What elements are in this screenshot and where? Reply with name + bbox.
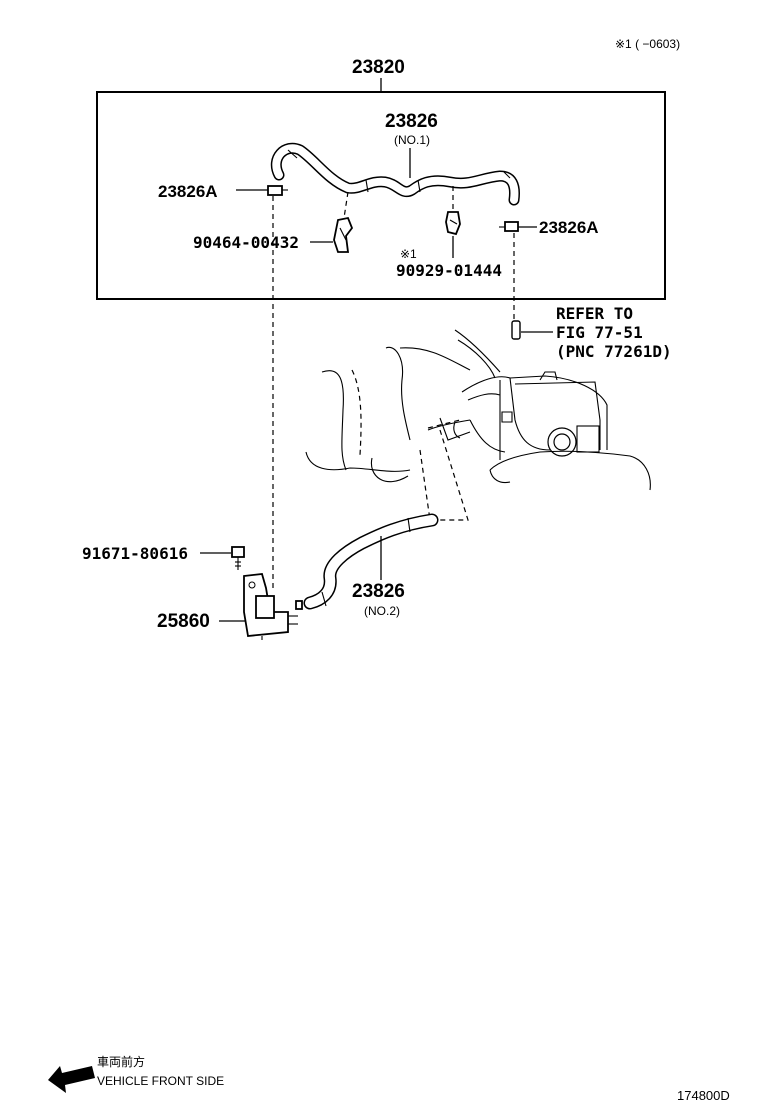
valve-icon[interactable]	[243, 573, 303, 640]
clamp-left-icon[interactable]	[267, 185, 288, 196]
assembly-frame	[96, 91, 666, 300]
assembly-number[interactable]: 23820	[352, 57, 405, 78]
clip-right-mark: ※1	[400, 247, 417, 261]
front-label-en: VEHICLE FRONT SIDE	[97, 1074, 224, 1088]
clip-left-icon[interactable]	[333, 216, 354, 253]
figure-id: 174800D	[677, 1088, 730, 1103]
refer-line1: REFER TO	[556, 304, 633, 323]
hose-no2-drawing[interactable]	[303, 513, 439, 610]
bolt-number[interactable]: 91671-80616	[82, 544, 188, 563]
valve-number[interactable]: 25860	[157, 611, 210, 632]
clip-left-dashline	[343, 191, 349, 219]
front-arrow-icon	[48, 1066, 95, 1093]
hose-no2-number[interactable]: 23826	[352, 581, 405, 602]
hose-no1-number[interactable]: 23826	[385, 111, 438, 132]
connector-dashline-lower	[419, 429, 469, 521]
engine-canister-outline	[305, 329, 651, 491]
connector-dashline-upper	[427, 419, 461, 429]
hose-no2-sub: (NO.2)	[364, 604, 400, 618]
clip-left-number[interactable]: 90464-00432	[193, 233, 299, 252]
clamp-right-icon[interactable]	[499, 221, 519, 232]
refer-line3[interactable]: (PNC 77261D)	[556, 342, 672, 361]
hose-no1-drawing[interactable]	[270, 142, 520, 206]
production-note: ※1 ( −0603)	[615, 37, 680, 51]
bolt-icon[interactable]	[231, 546, 245, 570]
refer-connector-icon	[511, 320, 521, 340]
hose-no1-sub: (NO.1)	[394, 133, 430, 147]
clamp-left-number[interactable]: 23826A	[158, 182, 218, 201]
clip-right-icon[interactable]	[445, 211, 461, 236]
refer-line2[interactable]: FIG 77-51	[556, 323, 643, 342]
clamp-right-number[interactable]: 23826A	[539, 218, 599, 237]
front-label-jp: 車両前方	[97, 1054, 145, 1069]
clip-right-number[interactable]: 90929-01444	[396, 261, 502, 280]
